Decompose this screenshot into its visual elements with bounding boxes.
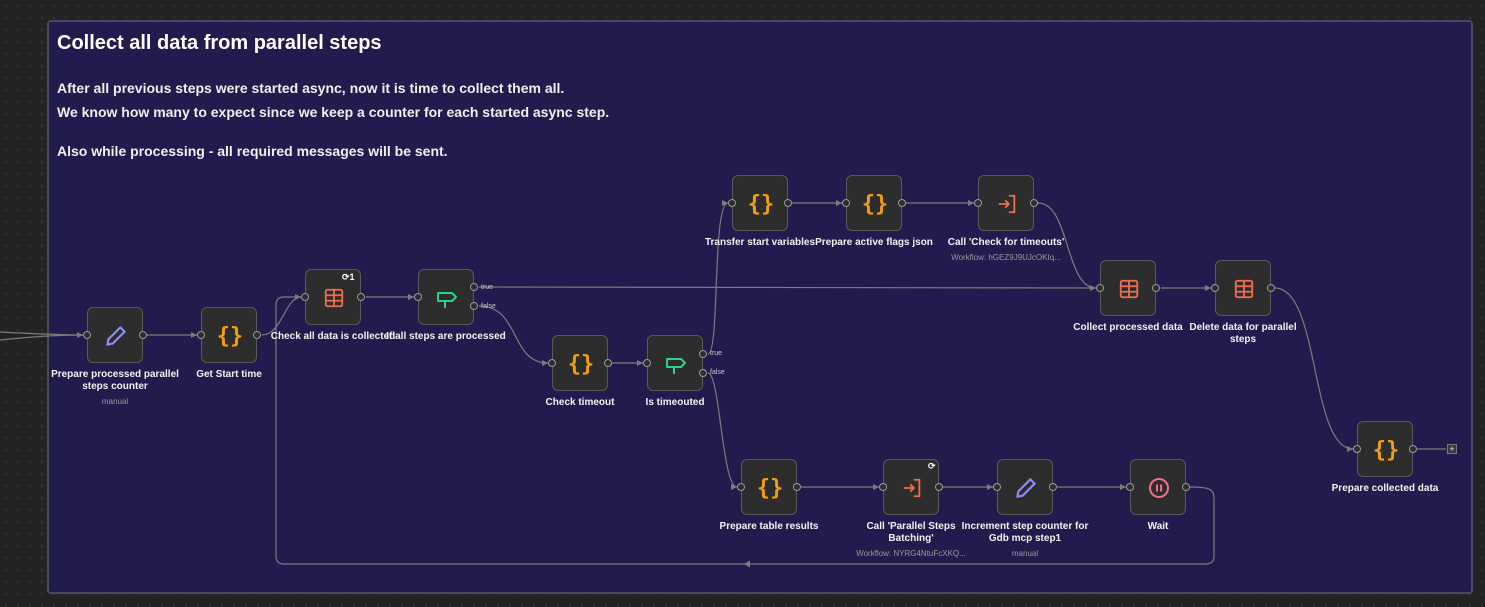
- node-label: Call 'Parallel Steps Batching' Workflow:…: [846, 521, 976, 560]
- node-label: Transfer start variables: [704, 237, 816, 248]
- output-handle[interactable]: [1409, 445, 1417, 453]
- input-handle[interactable]: [737, 483, 745, 491]
- input-handle[interactable]: [879, 483, 887, 491]
- refresh-badge-icon: ⟳1: [342, 272, 355, 282]
- input-handle[interactable]: [842, 199, 850, 207]
- node-label: Check timeout: [545, 397, 615, 408]
- input-handle[interactable]: [301, 293, 309, 301]
- output-handle[interactable]: [898, 199, 906, 207]
- refresh-badge-icon: ⟳: [928, 461, 936, 471]
- node-sub: manual: [101, 397, 129, 406]
- node-label: Is timeouted: [645, 397, 705, 408]
- code-braces-icon: {}: [1372, 437, 1400, 463]
- node-get-start-time[interactable]: {}: [201, 307, 257, 363]
- input-handle[interactable]: [993, 483, 1001, 491]
- code-braces-icon: {}: [756, 475, 784, 501]
- node-label: Wait: [1147, 521, 1169, 532]
- node-check-all-data[interactable]: ⟳1: [305, 269, 361, 325]
- node-prepare-counter[interactable]: [87, 307, 143, 363]
- node-if-all-processed[interactable]: [418, 269, 474, 325]
- input-handle[interactable]: [974, 199, 982, 207]
- node-label: Prepare processed parallel steps counter…: [51, 369, 179, 406]
- output-handle[interactable]: [139, 331, 147, 339]
- node-delete-data[interactable]: [1215, 260, 1271, 316]
- node-label: Prepare active flags json: [815, 237, 933, 248]
- node-increment-counter[interactable]: [997, 459, 1053, 515]
- output-handle-false[interactable]: [699, 369, 707, 377]
- node-prepare-collected[interactable]: {}: [1357, 421, 1413, 477]
- table-icon: [1101, 261, 1157, 317]
- node-sub: Workflow: hGEZ9J9UJcOKIq...: [951, 253, 1061, 262]
- node-label: Collect processed data: [1073, 322, 1183, 333]
- sticky-line-3: Also while processing - all required mes…: [57, 143, 448, 159]
- output-handle[interactable]: [935, 483, 943, 491]
- output-handle[interactable]: [1182, 483, 1190, 491]
- table-icon: [306, 270, 362, 326]
- input-handle[interactable]: [1126, 483, 1134, 491]
- node-label: Get Start time: [196, 369, 262, 380]
- output-handle[interactable]: [357, 293, 365, 301]
- node-check-timeout[interactable]: {}: [552, 335, 608, 391]
- input-handle[interactable]: [1353, 445, 1361, 453]
- node-collect-processed[interactable]: [1100, 260, 1156, 316]
- pause-icon: [1131, 460, 1187, 516]
- input-handle[interactable]: [643, 359, 651, 367]
- input-handle[interactable]: [1211, 284, 1219, 292]
- input-handle[interactable]: [728, 199, 736, 207]
- sticky-title: Collect all data from parallel steps: [57, 32, 382, 54]
- code-braces-icon: {}: [747, 191, 775, 217]
- node-call-parallel[interactable]: ⟳: [883, 459, 939, 515]
- branch-true-label: true: [710, 350, 723, 357]
- signpost-icon: [648, 336, 704, 392]
- branch-false-label: false: [481, 303, 496, 310]
- output-handle-false[interactable]: [470, 302, 478, 310]
- add-node-button[interactable]: +: [1447, 444, 1457, 454]
- node-prepare-table[interactable]: {}: [741, 459, 797, 515]
- sticky-line-2: We know how many to expect since we keep…: [57, 104, 610, 120]
- output-handle[interactable]: [1152, 284, 1160, 292]
- output-handle[interactable]: [604, 359, 612, 367]
- input-handle[interactable]: [548, 359, 556, 367]
- execute-workflow-icon: [979, 176, 1035, 232]
- branch-true-label: true: [481, 284, 494, 291]
- node-transfer-start[interactable]: {}: [732, 175, 788, 231]
- node-label: Prepare collected data: [1331, 483, 1439, 494]
- node-label: Prepare table results: [719, 521, 819, 532]
- node-prepare-flags[interactable]: {}: [846, 175, 902, 231]
- node-call-check-timeouts[interactable]: [978, 175, 1034, 231]
- output-handle-true[interactable]: [699, 350, 707, 358]
- node-label: Check all data is collected: [270, 331, 396, 342]
- input-handle[interactable]: [83, 331, 91, 339]
- node-label: Call 'Check for timeouts' Workflow: hGEZ…: [941, 237, 1071, 264]
- execute-workflow-icon: [884, 460, 940, 516]
- code-braces-icon: {}: [216, 323, 244, 349]
- output-handle[interactable]: [784, 199, 792, 207]
- branch-false-label: false: [710, 369, 725, 376]
- input-handle[interactable]: [1096, 284, 1104, 292]
- pencil-icon: [88, 308, 144, 364]
- pencil-icon: [998, 460, 1054, 516]
- output-handle-true[interactable]: [470, 283, 478, 291]
- node-sub: Workflow: NYRG4NtuFcXKQ...: [856, 549, 966, 558]
- code-braces-icon: {}: [567, 351, 595, 377]
- signpost-icon: [419, 270, 475, 326]
- node-sub: manual: [1011, 549, 1039, 558]
- node-wait[interactable]: [1130, 459, 1186, 515]
- node-label: If all steps are processed: [386, 331, 506, 342]
- code-braces-icon: {}: [861, 191, 889, 217]
- node-is-timeouted[interactable]: [647, 335, 703, 391]
- output-handle[interactable]: [1030, 199, 1038, 207]
- output-handle[interactable]: [793, 483, 801, 491]
- table-icon: [1216, 261, 1272, 317]
- output-handle[interactable]: [1049, 483, 1057, 491]
- node-label: Increment step counter for Gdb mcp step1…: [961, 521, 1089, 558]
- input-handle[interactable]: [414, 293, 422, 301]
- input-handle[interactable]: [197, 331, 205, 339]
- output-handle[interactable]: [1267, 284, 1275, 292]
- output-handle[interactable]: [253, 331, 261, 339]
- node-label: Delete data for parallel steps: [1189, 322, 1297, 345]
- sticky-line-1: After all previous steps were started as…: [57, 80, 565, 96]
